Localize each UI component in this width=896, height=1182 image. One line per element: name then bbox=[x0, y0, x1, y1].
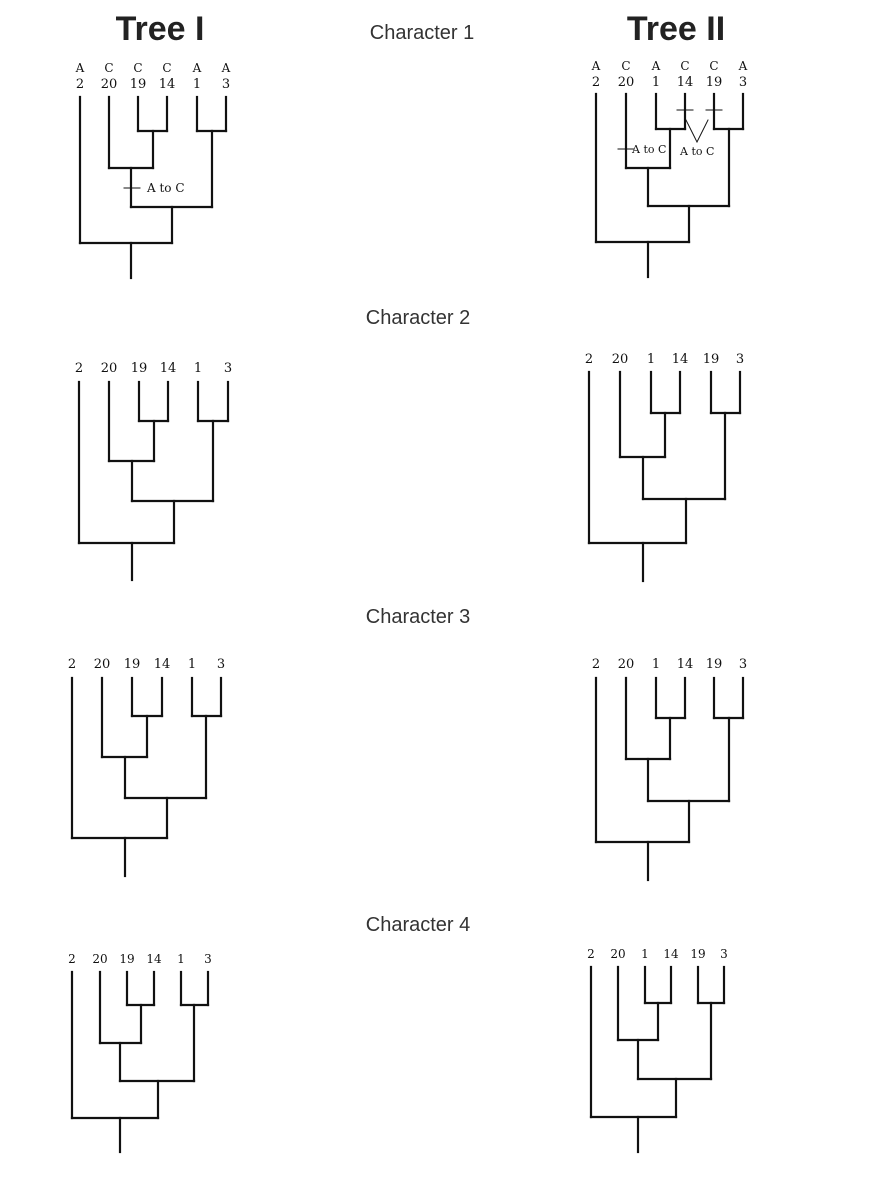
state-label: C bbox=[621, 59, 630, 73]
taxon-label: 3 bbox=[739, 657, 747, 672]
taxon-label: 14 bbox=[159, 77, 176, 92]
taxon-label: 2 bbox=[68, 657, 76, 672]
taxon-label: 20 bbox=[101, 361, 118, 376]
taxon-label: 14 bbox=[677, 75, 694, 90]
state-label: A bbox=[738, 59, 748, 73]
state-label: C bbox=[133, 61, 142, 75]
taxon-label: 2 bbox=[76, 77, 84, 92]
tree1-header: Tree I bbox=[115, 10, 205, 48]
state-label: A bbox=[651, 59, 661, 73]
tree-branches bbox=[77, 380, 230, 582]
taxon-label: 1 bbox=[652, 75, 660, 90]
tree-branches bbox=[594, 676, 745, 882]
taxon-label: 20 bbox=[94, 657, 111, 672]
taxon-label: 3 bbox=[720, 947, 728, 961]
taxon-label: 3 bbox=[204, 952, 212, 966]
taxon-label: 3 bbox=[217, 657, 225, 672]
taxon-label: 1 bbox=[194, 361, 202, 376]
taxon-label: 20 bbox=[610, 947, 625, 961]
change-label: A to C bbox=[631, 143, 666, 156]
taxon-label: 19 bbox=[119, 952, 134, 966]
taxon-label: 1 bbox=[188, 657, 196, 672]
taxon-label: 20 bbox=[618, 657, 635, 672]
taxon-label: 20 bbox=[612, 352, 629, 367]
tree-branches bbox=[589, 965, 726, 1154]
taxon-label: 19 bbox=[703, 352, 720, 367]
taxon-label: 3 bbox=[736, 352, 744, 367]
taxon-label: 19 bbox=[124, 657, 141, 672]
taxon-label: 14 bbox=[677, 657, 694, 672]
tree-branches bbox=[70, 970, 210, 1154]
change-label: A to C bbox=[679, 145, 714, 158]
state-label: C bbox=[709, 59, 718, 73]
state-label: A bbox=[221, 61, 231, 75]
state-label: A bbox=[192, 61, 202, 75]
change-pointer bbox=[685, 119, 698, 143]
character-4-title: Character 4 bbox=[365, 914, 471, 936]
taxon-label: 14 bbox=[160, 361, 177, 376]
taxon-label: 1 bbox=[652, 657, 660, 672]
tree-branches bbox=[587, 370, 742, 583]
taxon-label: 3 bbox=[222, 77, 230, 92]
tree-branches bbox=[70, 676, 223, 878]
taxon-label: 14 bbox=[154, 657, 171, 672]
taxon-label: 3 bbox=[224, 361, 232, 376]
taxon-label: 19 bbox=[130, 77, 147, 92]
tree2-header: Tree II bbox=[626, 10, 726, 48]
tree-branches bbox=[594, 92, 745, 279]
taxon-label: 20 bbox=[92, 952, 107, 966]
state-label: A bbox=[75, 61, 85, 75]
taxon-label: 3 bbox=[739, 75, 747, 90]
taxon-label: 2 bbox=[592, 657, 600, 672]
taxon-label: 1 bbox=[193, 77, 201, 92]
taxon-label: 19 bbox=[706, 657, 723, 672]
taxon-label: 14 bbox=[672, 352, 689, 367]
state-label: C bbox=[680, 59, 689, 73]
taxon-label: 20 bbox=[618, 75, 635, 90]
character-2-title: Character 2 bbox=[365, 307, 471, 329]
state-label: C bbox=[162, 61, 171, 75]
character-3-title: Character 3 bbox=[365, 606, 471, 628]
change-pointer bbox=[696, 119, 709, 143]
taxon-label: 1 bbox=[177, 952, 185, 966]
taxon-label: 2 bbox=[587, 947, 595, 961]
taxon-label: 2 bbox=[75, 361, 83, 376]
taxon-label: 19 bbox=[690, 947, 705, 961]
state-label: A bbox=[591, 59, 601, 73]
character-1-title: Character 1 bbox=[369, 22, 475, 44]
taxon-label: 14 bbox=[146, 952, 162, 966]
taxon-label: 19 bbox=[131, 361, 148, 376]
taxon-label: 19 bbox=[706, 75, 723, 90]
taxon-label: 14 bbox=[663, 947, 679, 961]
taxon-label: 20 bbox=[101, 77, 118, 92]
taxon-label: 2 bbox=[592, 75, 600, 90]
change-label: A to C bbox=[146, 181, 185, 195]
taxon-label: 1 bbox=[647, 352, 655, 367]
state-label: C bbox=[104, 61, 113, 75]
taxon-label: 2 bbox=[585, 352, 593, 367]
taxon-label: 2 bbox=[68, 952, 76, 966]
taxon-label: 1 bbox=[641, 947, 649, 961]
